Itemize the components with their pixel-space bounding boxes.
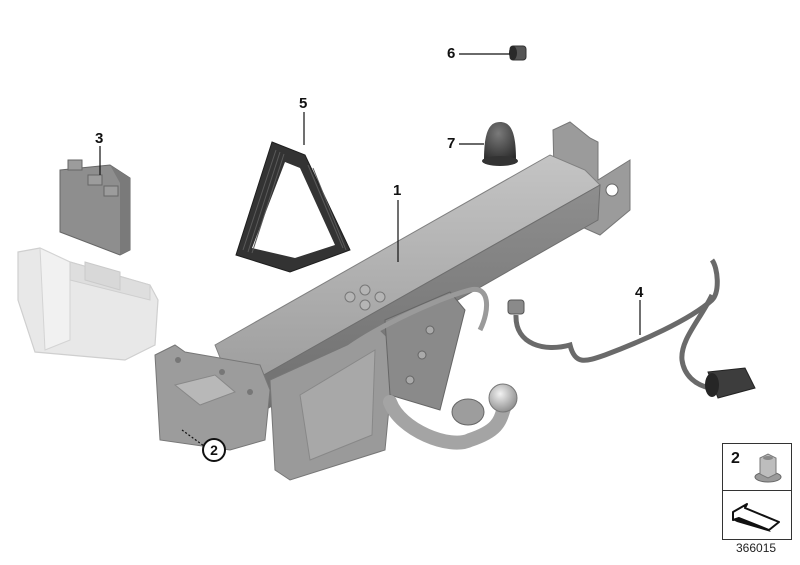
legend-divider bbox=[723, 490, 791, 491]
callout-3[interactable]: 3 bbox=[95, 130, 104, 147]
callout-1[interactable]: 1 bbox=[393, 182, 402, 199]
legend-box: 2 bbox=[722, 443, 792, 540]
control-module-part bbox=[59, 159, 131, 256]
callout-5[interactable]: 5 bbox=[299, 95, 308, 112]
callout-2-circled[interactable]: 2 bbox=[202, 438, 226, 462]
leader-lines bbox=[99, 53, 641, 447]
diagram-id: 366015 bbox=[736, 541, 777, 555]
direction-arrow-icon bbox=[729, 496, 787, 539]
legend-callout-2: 2 bbox=[731, 450, 740, 467]
callout-4[interactable]: 4 bbox=[635, 284, 644, 301]
module-holder-part bbox=[17, 247, 159, 361]
nut-icon bbox=[753, 452, 783, 489]
grommet-part bbox=[509, 45, 527, 61]
callout-6[interactable]: 6 bbox=[447, 45, 456, 62]
callout-7[interactable]: 7 bbox=[447, 135, 456, 152]
tow-bar-crossmember-part bbox=[154, 121, 631, 481]
seal-frame-part bbox=[235, 141, 351, 273]
wiring-harness-part bbox=[507, 258, 756, 399]
ball-cap-part bbox=[482, 122, 518, 166]
